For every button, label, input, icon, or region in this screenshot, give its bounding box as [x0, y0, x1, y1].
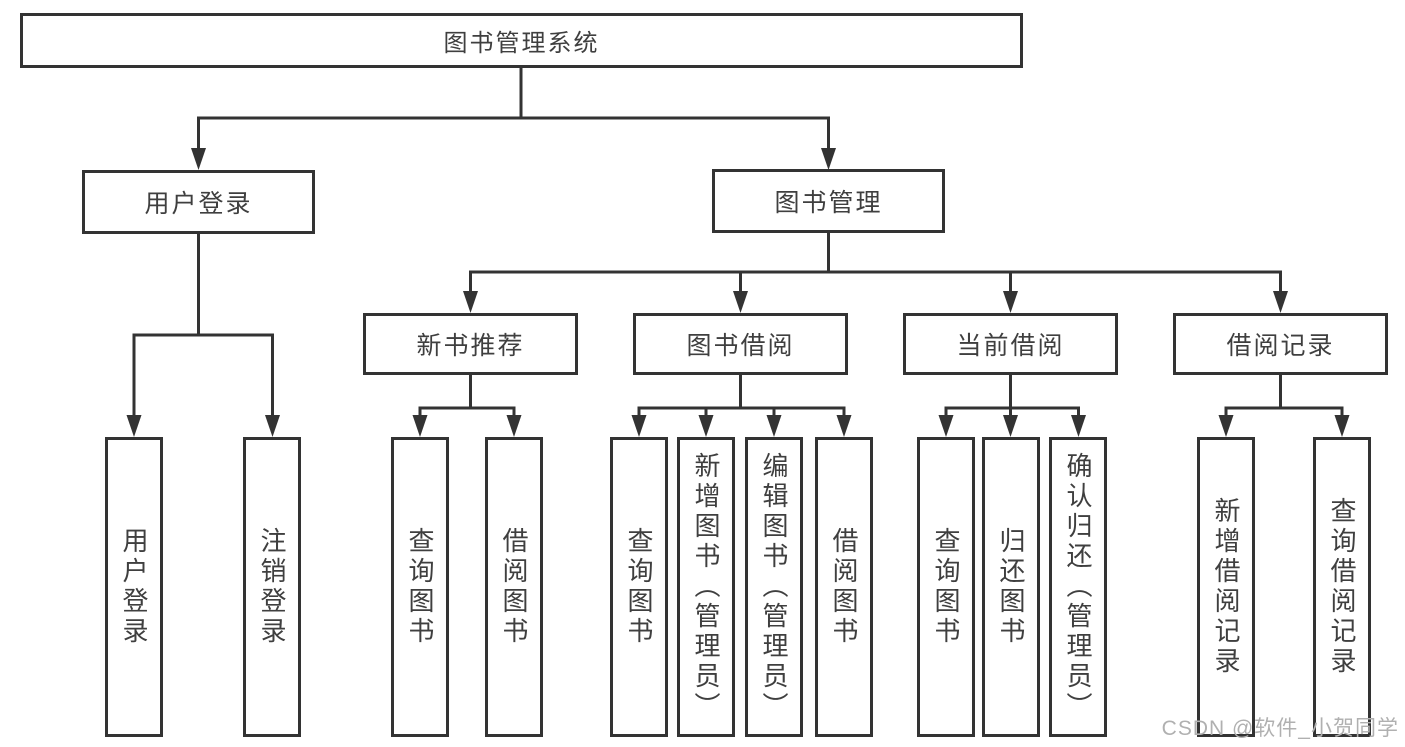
leaf-return-books: 归还图书: [982, 437, 1040, 737]
node-current-borrowing: 当前借阅: [903, 313, 1118, 375]
connector-user-login-to-leaves: [132, 234, 274, 417]
arrowheads-borrowing-records: [1218, 415, 1350, 437]
leaf-borrow-books-recommend: 借阅图书: [485, 437, 543, 737]
connector-new-book-recommend-to-leaves: [418, 375, 516, 417]
connector-current-borrowing-to-leaves: [944, 375, 1080, 417]
arrowheads-new-book-recommend: [412, 415, 522, 437]
watermark: CSDN @软件_小贺同学: [1161, 717, 1399, 740]
leaf-add-book-admin: 新增图书（管理员）: [677, 437, 735, 737]
arrowheads-user-login: [126, 415, 280, 437]
connector-borrowing-records-to-leaves: [1224, 375, 1344, 417]
arrowheads-level2: [191, 148, 836, 170]
node-borrowing-records: 借阅记录: [1173, 313, 1388, 375]
leaf-query-books-borrowing: 查询图书: [610, 437, 668, 737]
leaf-user-login: 用户登录: [105, 437, 163, 737]
node-book-management: 图书管理: [712, 169, 945, 233]
leaf-add-borrow-record: 新增借阅记录: [1197, 437, 1255, 737]
connector-book-management-to-level3: [469, 233, 1282, 293]
node-book-borrowing: 图书借阅: [633, 313, 848, 375]
leaf-query-borrow-record: 查询借阅记录: [1313, 437, 1371, 737]
leaf-query-books-recommend: 查询图书: [391, 437, 449, 737]
connector-book-borrowing-to-leaves: [637, 375, 846, 417]
leaf-borrow-books-borrowing: 借阅图书: [815, 437, 873, 737]
node-user-login: 用户登录: [82, 170, 315, 234]
arrowheads-current-borrowing: [938, 415, 1086, 437]
leaf-logout: 注销登录: [243, 437, 301, 737]
node-root-system: 图书管理系统: [20, 13, 1023, 68]
node-new-book-recommend: 新书推荐: [363, 313, 578, 375]
leaf-confirm-return-admin: 确认归还（管理员）: [1049, 437, 1107, 737]
arrowheads-level3: [463, 291, 1288, 313]
leaf-edit-book-admin: 编辑图书（管理员）: [745, 437, 803, 737]
leaf-query-books-current: 查询图书: [917, 437, 975, 737]
connector-root-to-level2: [197, 68, 830, 150]
arrowheads-book-borrowing: [631, 415, 852, 437]
